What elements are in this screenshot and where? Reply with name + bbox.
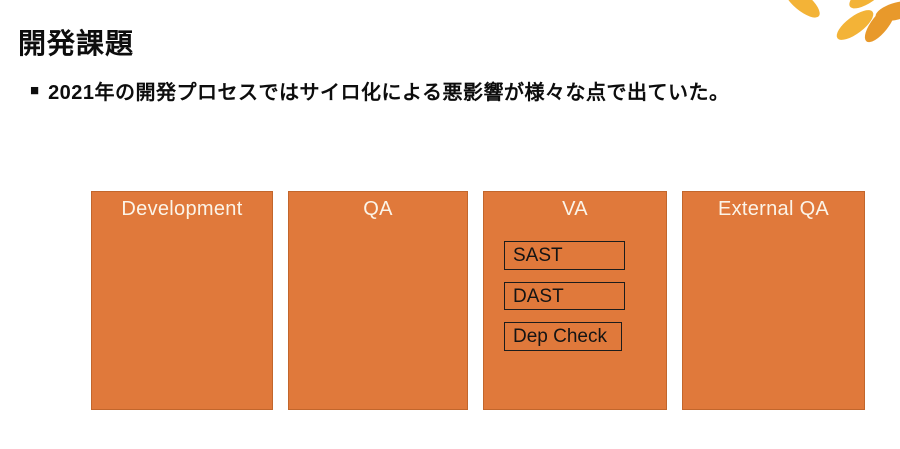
bullet-square-icon: ■ — [30, 82, 40, 99]
stage-label-qa: QA — [363, 198, 393, 220]
stage-box-external-qa: External QA — [682, 191, 865, 410]
stage-label-va: VA — [562, 198, 588, 220]
tool-box-dast: DAST — [504, 282, 625, 310]
stage-box-development: Development — [91, 191, 273, 410]
stage-box-qa: QA — [288, 191, 468, 410]
bullet-line: ■ 2021年の開発プロセスではサイロ化による悪影響が様々な点で出ていた。 — [30, 76, 729, 105]
bullet-text: 2021年の開発プロセスではサイロ化による悪影響が様々な点で出ていた。 — [48, 82, 730, 104]
stage-box-va: VA SAST DAST Dep Check — [483, 191, 667, 410]
stage-label-external-qa: External QA — [717, 198, 830, 220]
stage-label-development: Development — [121, 198, 243, 220]
page-title: 開発課題 — [18, 28, 135, 59]
tool-box-sast: SAST — [504, 241, 625, 270]
petal-flower-icon — [784, 0, 900, 43]
tool-box-dep-check: Dep Check — [504, 322, 622, 351]
